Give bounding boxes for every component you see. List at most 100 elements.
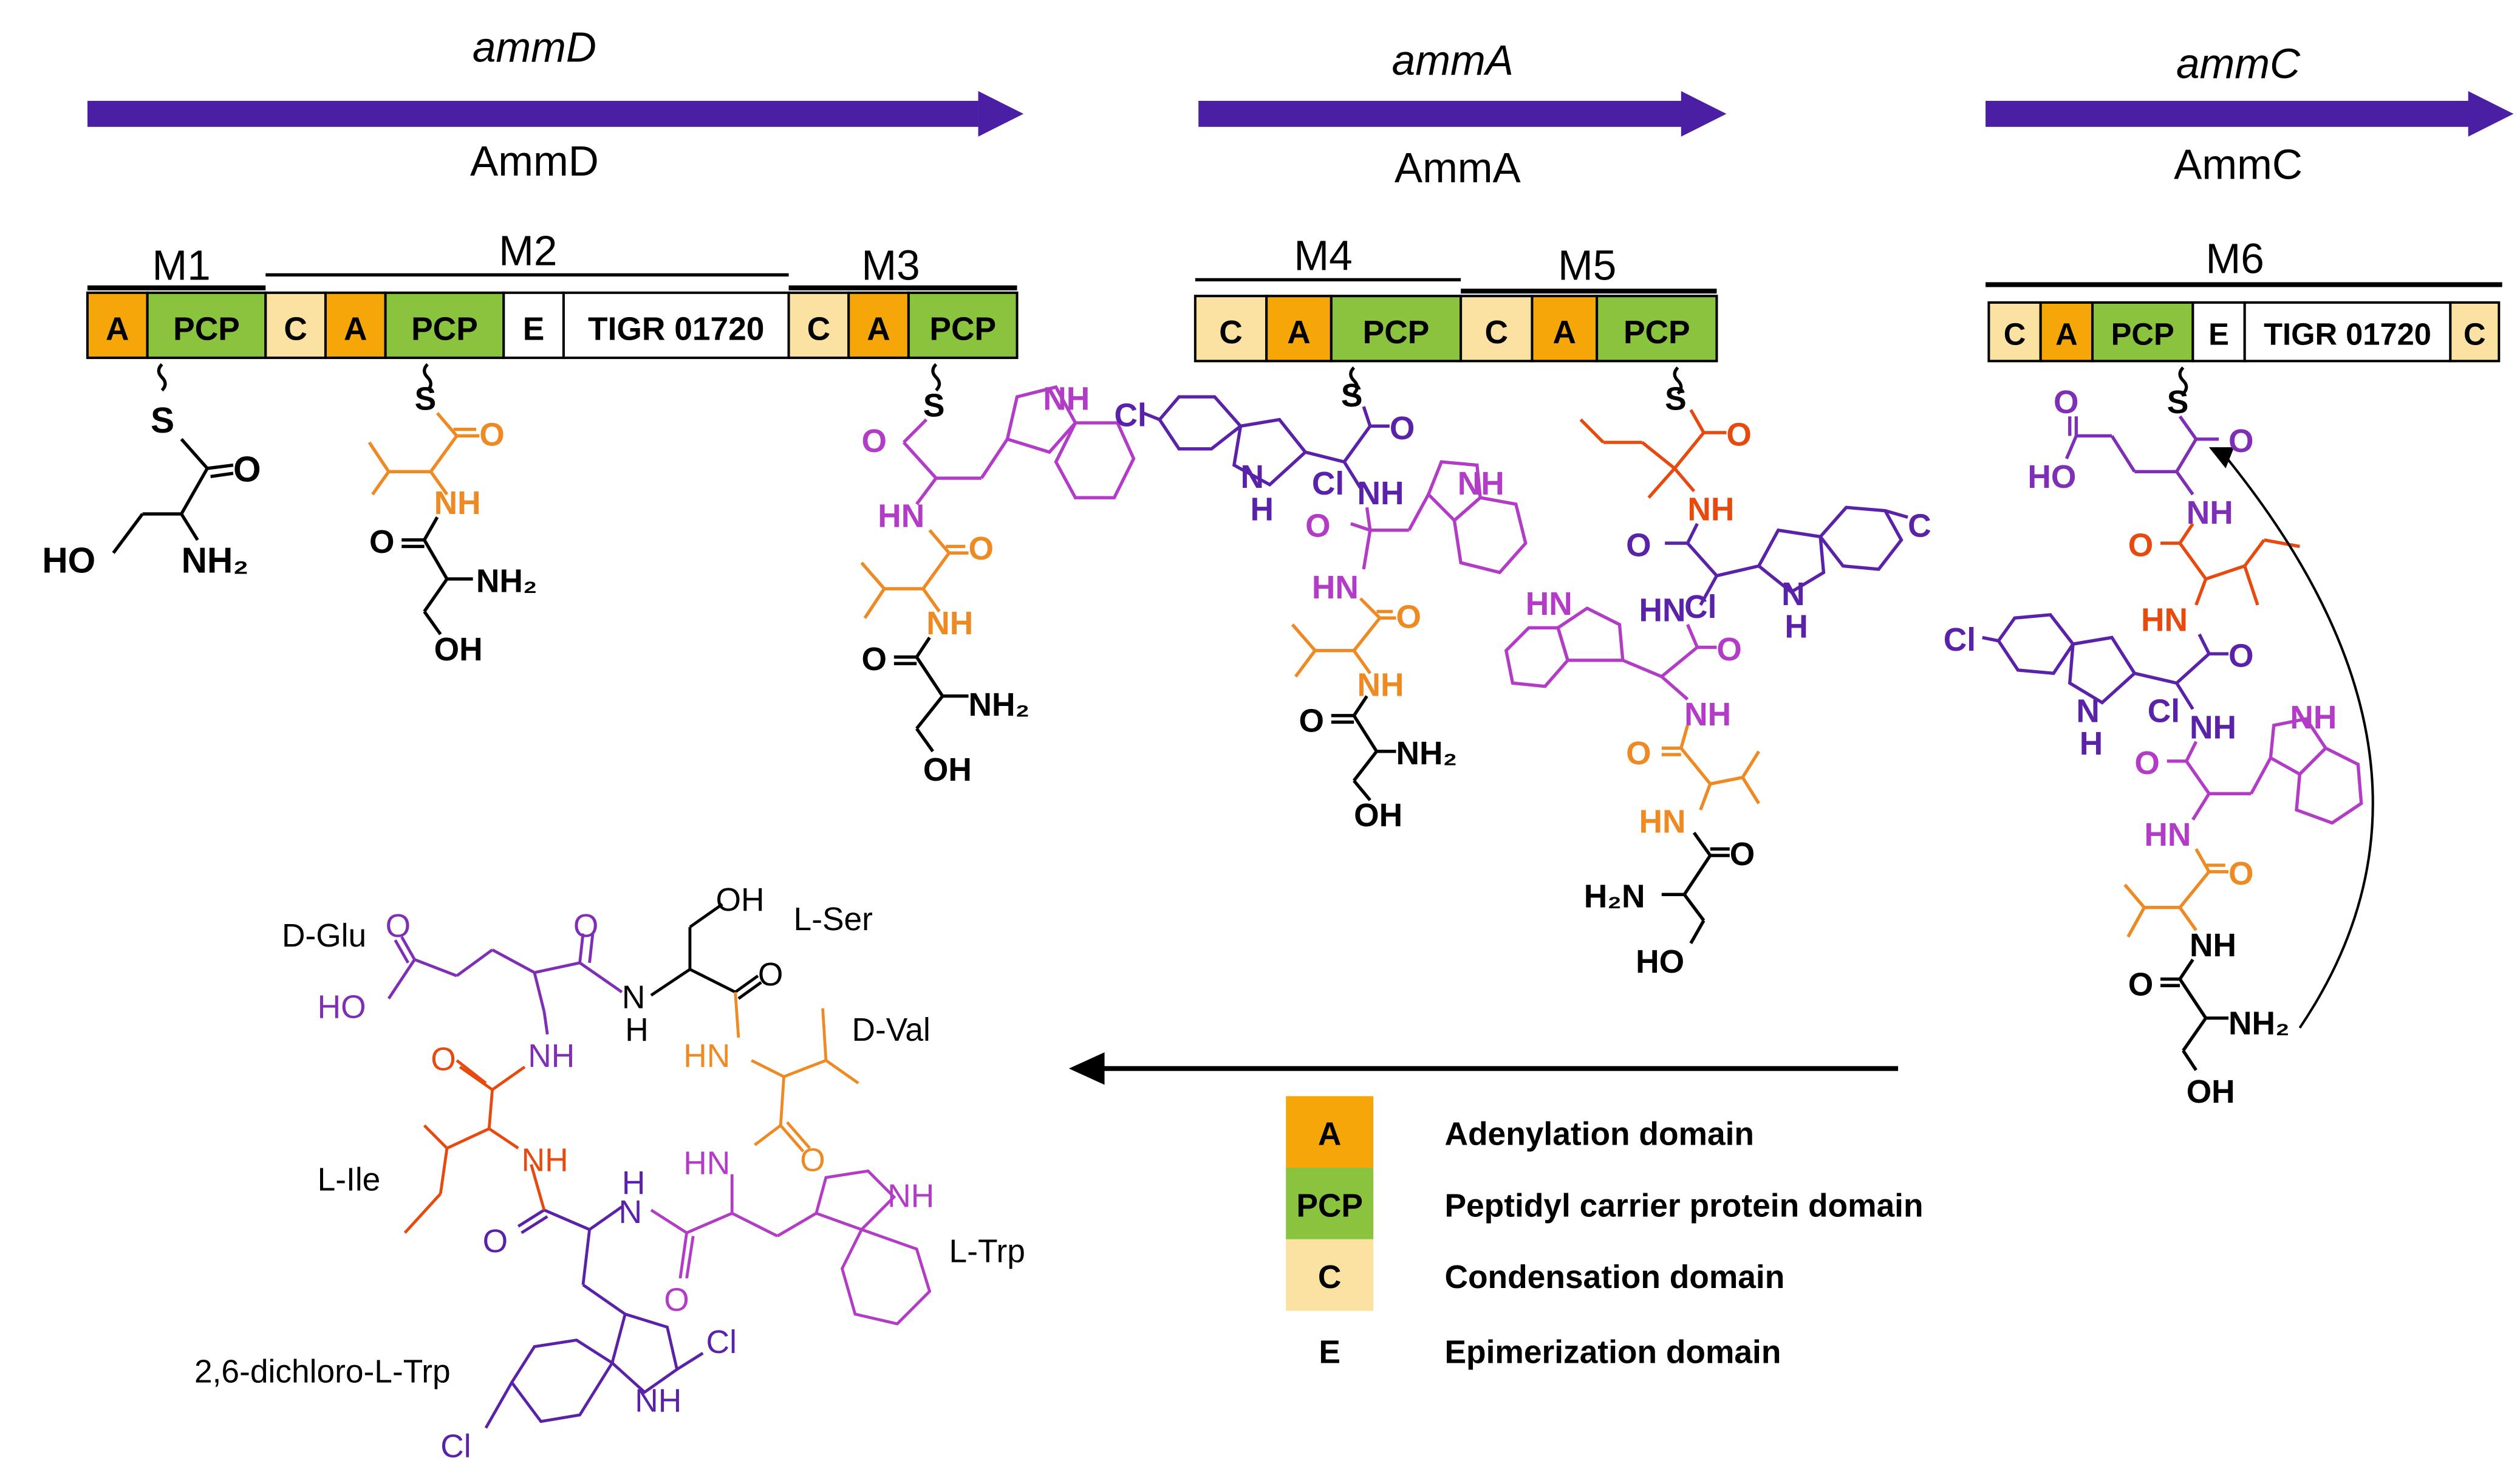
gene-ammC-arrow-shaft: [1986, 100, 2472, 127]
svg-text:HN: HN: [1526, 586, 1572, 622]
legend-label-PCP: Peptidyl carrier protein domain: [1444, 1188, 1923, 1224]
svg-text:NH: NH: [1043, 381, 1090, 417]
svg-text:HO: HO: [2027, 459, 2076, 495]
svg-text:O: O: [2228, 638, 2253, 674]
intermediate-M6-labels: S O O HO NH O HN O Cl N H Cl NH NH O HN …: [1944, 385, 2337, 1110]
svg-text:HN: HN: [683, 1146, 730, 1182]
residue-label-ile: L-Ile: [318, 1162, 381, 1197]
residue-label-trp: L-Trp: [949, 1233, 1025, 1269]
domain-C: C: [2004, 317, 2026, 351]
gene-ammA: ammA AmmA: [1198, 36, 1727, 191]
svg-text:NH: NH: [528, 1038, 575, 1074]
domain-A: A: [344, 311, 367, 347]
domain-PCP: PCP: [173, 311, 240, 347]
domain-C: C: [1485, 315, 1509, 351]
domain-TIGR: TIGR 01720: [2264, 317, 2431, 351]
gene-ammD-label: ammD: [473, 24, 596, 71]
legend-key-A: A: [1318, 1116, 1342, 1152]
svg-text:HO: HO: [1636, 944, 1684, 980]
domain-PCP: PCP: [1363, 315, 1430, 351]
svg-text:NH: NH: [1458, 466, 1504, 502]
svg-text:NH: NH: [2190, 710, 2236, 745]
svg-text:HO: HO: [318, 990, 366, 1026]
domain-A: A: [1553, 315, 1577, 351]
gene-ammC-label: ammC: [2176, 39, 2301, 87]
svg-text:N: N: [622, 980, 646, 1016]
svg-text:H: H: [1251, 492, 1274, 528]
intermediate-M3: [860, 363, 1136, 753]
svg-text:NH₂: NH₂: [1396, 736, 1457, 772]
domain-A: A: [106, 311, 129, 347]
intermediate-M2: [367, 363, 480, 636]
svg-text:Cl: Cl: [1684, 589, 1716, 625]
svg-text:HN: HN: [2144, 817, 2191, 853]
svg-text:O: O: [431, 1041, 456, 1077]
protein-AmmA-label: AmmA: [1395, 144, 1521, 191]
module-M1-label: M1: [152, 241, 210, 289]
svg-text:O: O: [2128, 527, 2153, 563]
cyclic-product: [387, 903, 932, 1429]
domain-PCP: PCP: [411, 311, 478, 347]
svg-text:O: O: [483, 1224, 508, 1259]
svg-text:NH₂: NH₂: [969, 687, 1030, 723]
protein-AmmD-label: AmmD: [470, 137, 599, 185]
svg-text:HN: HN: [683, 1038, 730, 1074]
svg-text:O: O: [2228, 856, 2253, 892]
svg-text:O: O: [862, 423, 887, 459]
svg-text:O: O: [1716, 632, 1741, 668]
legend-key-E: E: [1319, 1334, 1340, 1370]
svg-text:HN: HN: [1639, 592, 1685, 628]
svg-text:H: H: [1784, 609, 1808, 645]
svg-text:OH: OH: [716, 882, 765, 918]
domain-PCP: PCP: [2111, 317, 2174, 351]
legend-swatch-A: [1286, 1096, 1374, 1168]
svg-text:S: S: [1341, 378, 1363, 414]
legend-key-C: C: [1318, 1259, 1342, 1295]
svg-text:O: O: [664, 1283, 689, 1318]
svg-text:C: C: [1908, 508, 1931, 544]
svg-text:O: O: [573, 908, 598, 944]
svg-text:NH: NH: [1357, 668, 1404, 704]
svg-text:S: S: [151, 401, 174, 440]
domain-A: A: [1287, 315, 1311, 351]
module-M5-label: M5: [1558, 241, 1616, 289]
gene-ammD: ammD AmmD: [87, 24, 1024, 185]
svg-text:NH: NH: [1687, 492, 1734, 528]
legend-label-C: Condensation domain: [1444, 1259, 1784, 1295]
svg-text:O: O: [2054, 385, 2078, 420]
domain-C: C: [2464, 317, 2486, 351]
domain-TIGR: TIGR 01720: [588, 311, 764, 347]
domains-ammA: C A PCP C A PCP: [1193, 295, 1718, 363]
svg-text:HN: HN: [878, 498, 924, 534]
svg-text:N: N: [1241, 459, 1265, 495]
protein-AmmC-label: AmmC: [2174, 140, 2303, 188]
intermediate-M1-labels: S O HO NH₂: [42, 401, 261, 580]
svg-text:O: O: [1299, 704, 1323, 739]
svg-text:O: O: [758, 957, 783, 993]
svg-text:S: S: [1665, 381, 1687, 417]
domain-PCP: PCP: [929, 311, 996, 347]
svg-text:Cl: Cl: [1944, 622, 1976, 658]
svg-text:N: N: [2076, 693, 2100, 729]
legend-swatch-C: [1286, 1239, 1374, 1311]
svg-text:O: O: [2228, 423, 2253, 459]
svg-text:O: O: [1626, 527, 1651, 563]
domain-E: E: [2208, 317, 2229, 351]
svg-text:Cl: Cl: [440, 1428, 471, 1464]
gene-ammC-arrow-head: [2468, 91, 2514, 137]
module-M4-label: M4: [1294, 231, 1352, 279]
svg-text:H: H: [625, 1012, 649, 1048]
domain-A: A: [2055, 317, 2078, 351]
svg-text:OH: OH: [1354, 798, 1402, 834]
legend-label-A: Adenylation domain: [1444, 1116, 1754, 1152]
svg-text:H₂N: H₂N: [1584, 879, 1645, 915]
domain-PCP: PCP: [1624, 315, 1690, 351]
svg-text:O: O: [1726, 417, 1751, 453]
domains-ammC: C A PCP E TIGR 01720 C: [1987, 301, 2501, 363]
module-M3-label: M3: [861, 241, 920, 289]
gene-ammD-arrow-head: [978, 91, 1024, 137]
svg-text:NH: NH: [1357, 476, 1404, 512]
svg-text:O: O: [1305, 508, 1330, 544]
domain-C: C: [1219, 315, 1243, 351]
svg-text:O: O: [369, 524, 394, 560]
